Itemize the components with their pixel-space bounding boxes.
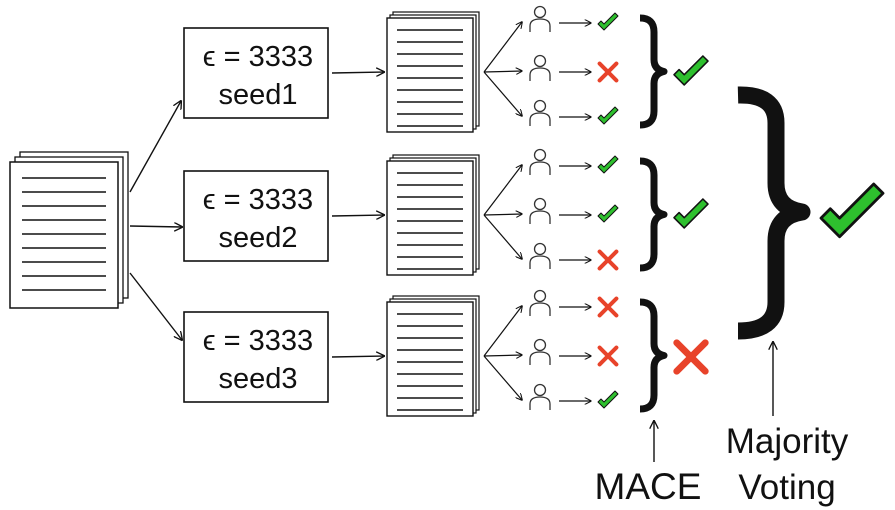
fan-arrow bbox=[483, 71, 522, 72]
final-result-check-icon bbox=[819, 182, 885, 239]
epsilon-label: ϵ = 3333 bbox=[203, 41, 313, 73]
majority-voting-label-line2: Voting bbox=[738, 468, 835, 507]
majority-voting-brace bbox=[737, 86, 811, 340]
annotator-3-person-icon bbox=[529, 242, 551, 269]
annotator-1-person-icon bbox=[529, 148, 551, 175]
annotation-group-2: ϵ = 3333 seed2 bbox=[183, 148, 709, 276]
epsilon-label: ϵ = 3333 bbox=[203, 325, 313, 357]
annotation-group-1: ϵ = 3333 seed1 bbox=[183, 5, 709, 133]
arrow-to-seed1 bbox=[129, 101, 181, 193]
annotator-2-cross-icon bbox=[597, 345, 619, 367]
mace-brace bbox=[639, 157, 668, 272]
fan-arrow bbox=[483, 214, 522, 215]
params-to-docs-arrow bbox=[331, 72, 384, 73]
annotator-3-person-icon bbox=[529, 99, 551, 126]
params-to-docs-arrow bbox=[331, 356, 384, 357]
mace-result-check-icon bbox=[673, 55, 709, 86]
generated-document-stack-icon bbox=[386, 154, 480, 276]
params-to-docs-arrow bbox=[331, 215, 384, 216]
seed-label: seed1 bbox=[218, 79, 297, 111]
fan-arrow bbox=[483, 71, 522, 116]
epsilon-label: ϵ = 3333 bbox=[203, 184, 313, 216]
annotator-2-person-icon bbox=[529, 197, 551, 224]
annotator-3-check-icon bbox=[597, 390, 619, 409]
param-box bbox=[183, 311, 329, 403]
mace-result-cross-icon bbox=[673, 339, 709, 375]
annotation-group-3: ϵ = 3333 seed3 bbox=[183, 289, 709, 417]
fan-arrow bbox=[483, 355, 522, 400]
annotator-2-cross-icon bbox=[597, 61, 619, 83]
arrow-to-seed2 bbox=[129, 226, 182, 227]
mace-brace bbox=[639, 14, 668, 129]
annotator-1-person-icon bbox=[529, 289, 551, 316]
mace-label: MACE bbox=[595, 466, 702, 507]
annotator-1-cross-icon bbox=[597, 296, 619, 318]
annotator-2-person-icon bbox=[529, 338, 551, 365]
fan-arrow bbox=[483, 306, 522, 357]
param-box bbox=[183, 27, 329, 119]
source-document-stack-icon bbox=[9, 151, 129, 309]
annotator-2-person-icon bbox=[529, 54, 551, 81]
fan-arrow bbox=[483, 355, 522, 356]
seed-label: seed2 bbox=[218, 222, 297, 254]
annotator-1-person-icon bbox=[529, 5, 551, 32]
fan-arrow bbox=[483, 214, 522, 259]
generated-document-stack-icon bbox=[386, 295, 480, 417]
source-to-params-arrows bbox=[129, 101, 182, 340]
fan-arrow bbox=[483, 165, 522, 216]
mace-brace bbox=[639, 298, 668, 413]
annotator-2-check-icon bbox=[597, 204, 619, 223]
annotator-1-check-icon bbox=[597, 12, 619, 31]
param-box bbox=[183, 170, 329, 262]
majority-voting-label-line1: Majority bbox=[726, 422, 849, 461]
annotator-3-check-icon bbox=[597, 106, 619, 125]
arrow-to-seed3 bbox=[129, 272, 182, 340]
annotator-3-cross-icon bbox=[597, 249, 619, 271]
annotator-3-person-icon bbox=[529, 383, 551, 410]
annotator-1-check-icon bbox=[597, 155, 619, 174]
fan-arrow bbox=[483, 22, 522, 73]
generated-document-stack-icon bbox=[386, 11, 480, 133]
mace-result-check-icon bbox=[673, 198, 709, 229]
seed-label: seed3 bbox=[218, 363, 297, 395]
